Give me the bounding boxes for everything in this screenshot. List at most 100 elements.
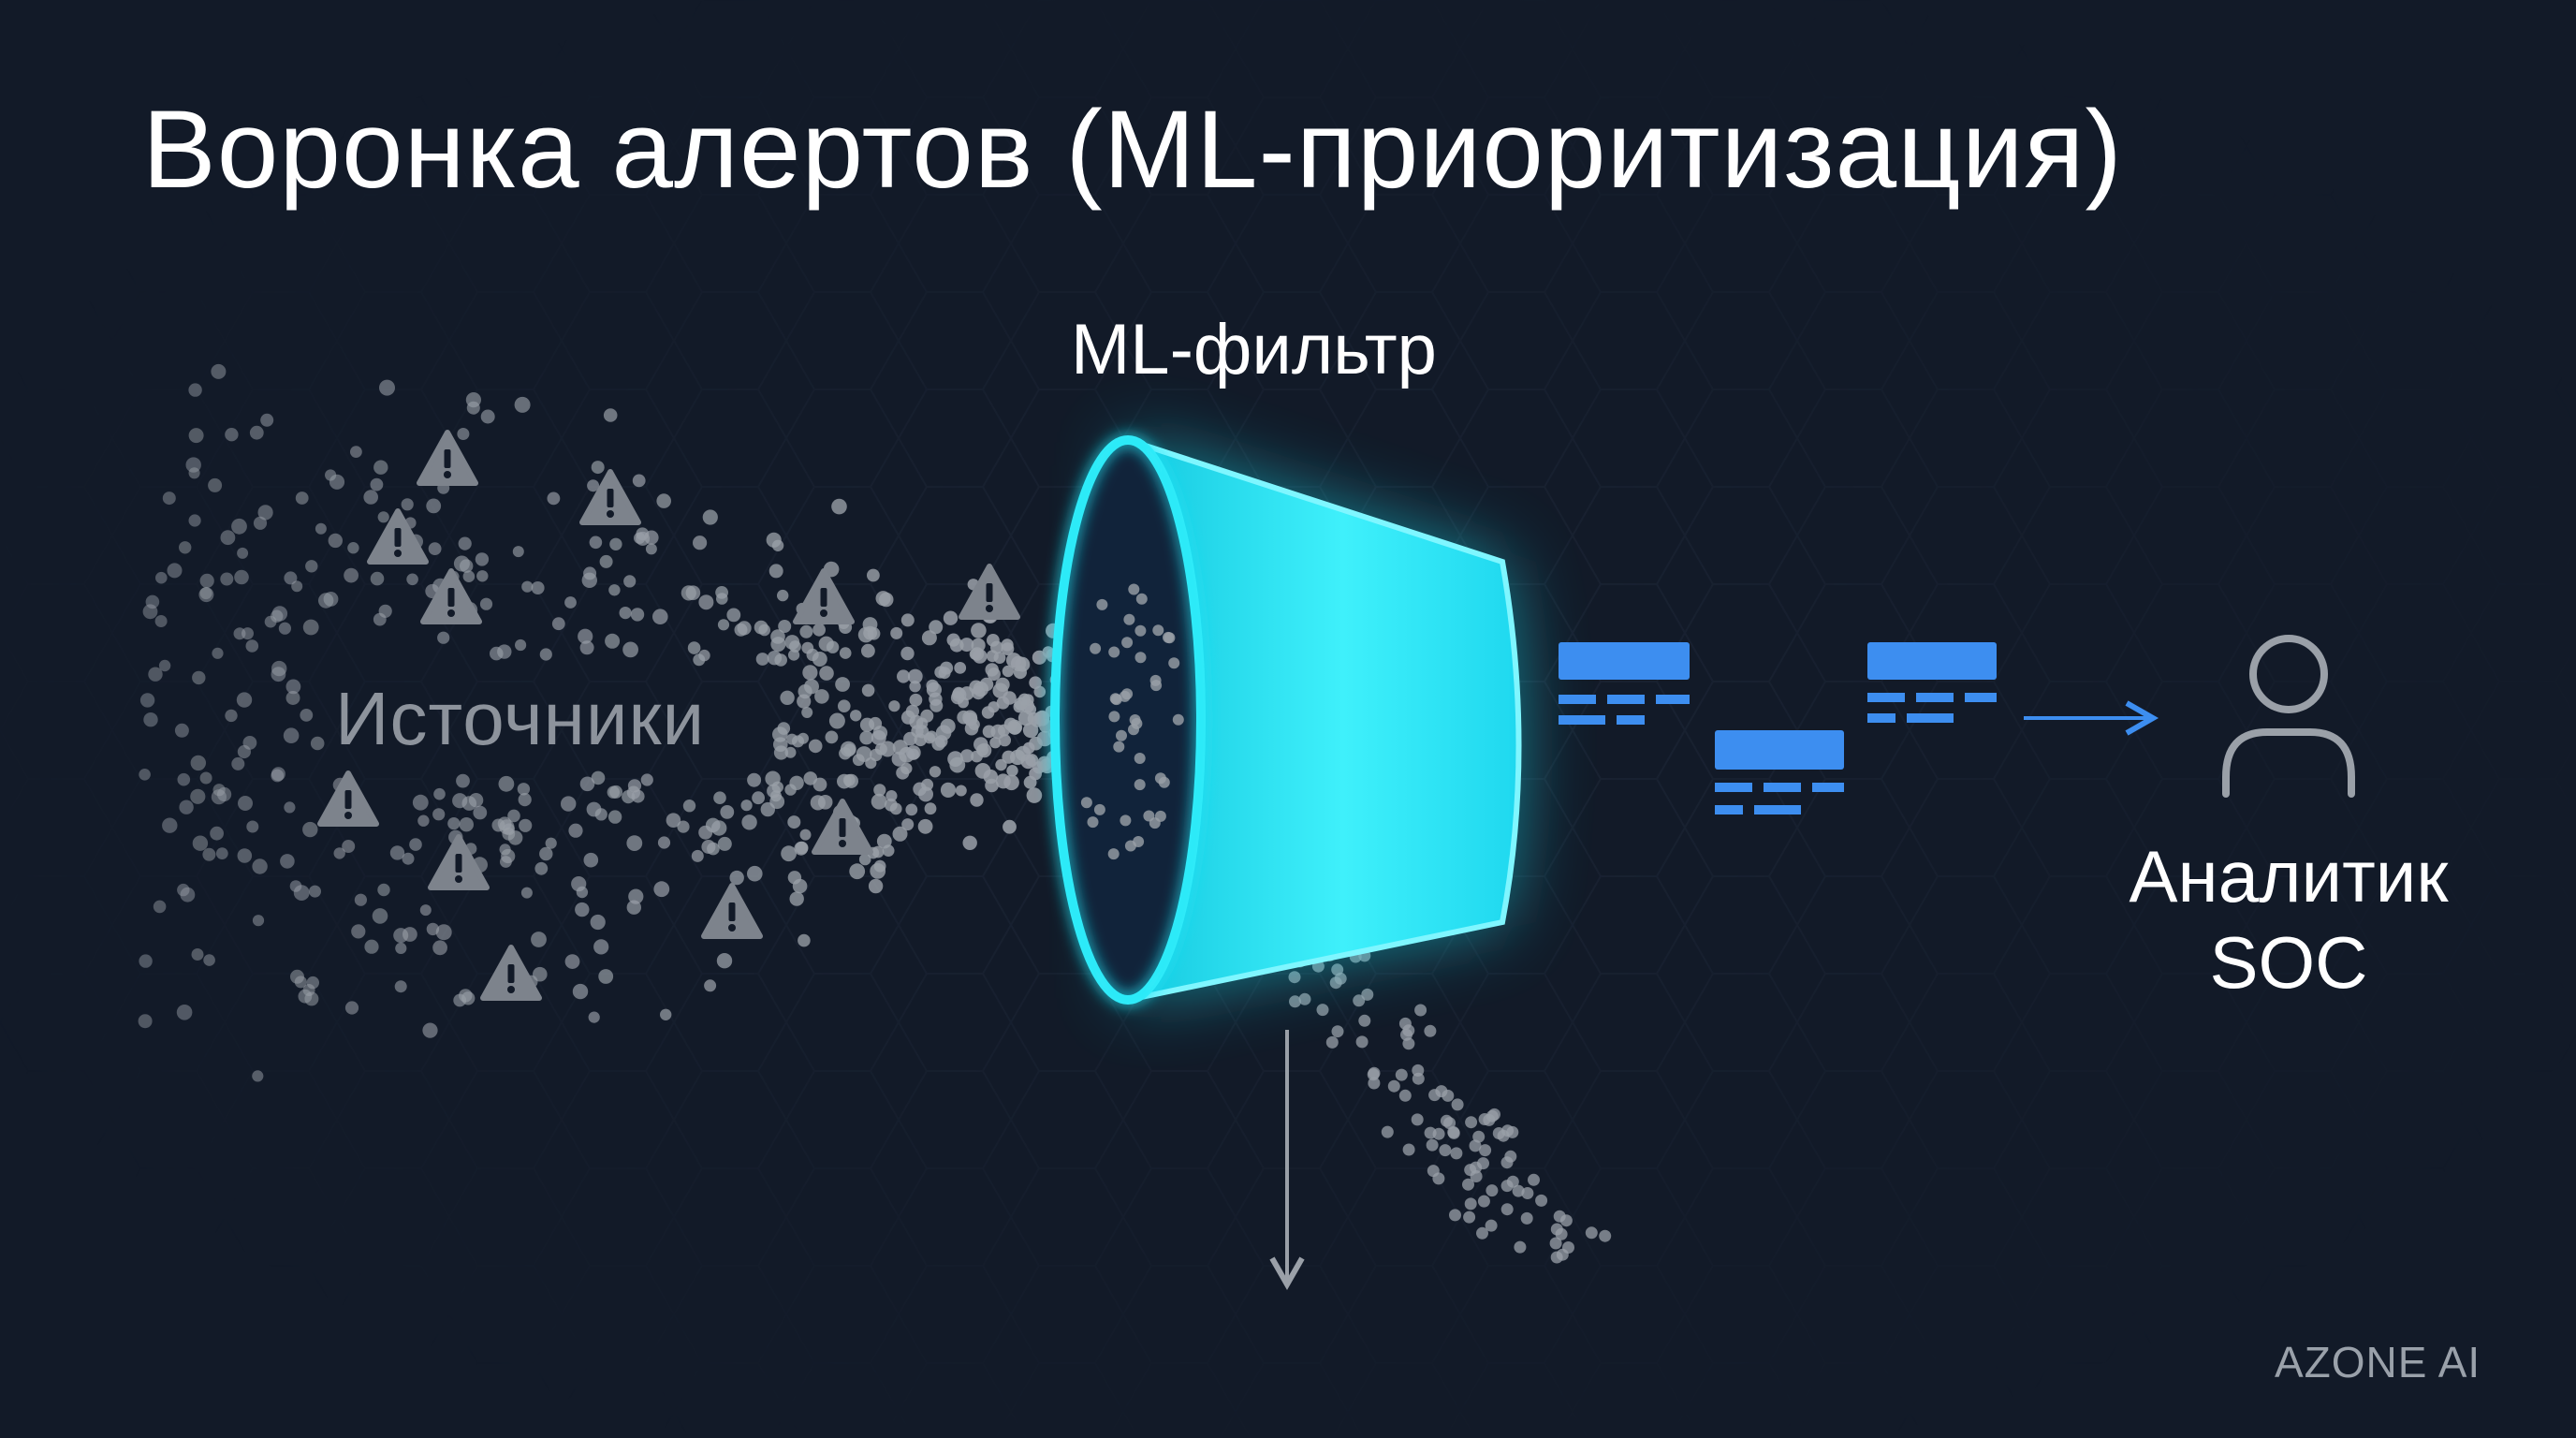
alert-dot (682, 800, 696, 813)
alert-dot (1288, 971, 1301, 984)
alert-dot (701, 840, 716, 854)
alert-dot (217, 786, 232, 802)
alert-dot (818, 636, 834, 652)
alert-dot (202, 847, 216, 861)
alert-dot (139, 954, 153, 968)
alert-dot (351, 924, 366, 939)
alert-dot (726, 608, 741, 623)
alert-dot (599, 554, 613, 568)
alert-dot (242, 627, 254, 640)
alert-dot (531, 932, 547, 947)
alert-dot (849, 863, 866, 880)
alert-dot (1439, 1144, 1452, 1157)
alert-dot (685, 585, 701, 600)
alert-dot (589, 536, 603, 550)
alert-dot (211, 789, 227, 805)
alert-dot (447, 817, 461, 830)
alert-dot (608, 584, 621, 596)
alert-dot (1451, 1098, 1464, 1111)
alert-dot (432, 808, 446, 821)
alert-dot (572, 983, 589, 1000)
alert-dot (497, 644, 512, 659)
alert-dot (740, 800, 753, 812)
alert-dot (985, 663, 999, 677)
alert-dot (623, 575, 637, 588)
alert-dot (1465, 1116, 1478, 1129)
alert-dot (645, 543, 657, 555)
alert-dot (347, 542, 359, 554)
alert-dot (466, 401, 480, 415)
alert-dot (622, 641, 638, 658)
alert-dot (929, 692, 943, 706)
alert-dot (934, 735, 948, 748)
alert-dot (987, 634, 1000, 647)
alert-dot (1172, 713, 1184, 726)
alert-dot (882, 844, 895, 857)
alert-dot (428, 542, 442, 555)
alert-dot (568, 823, 583, 838)
alert-card-icon (1867, 642, 1997, 723)
alert-dot (417, 814, 430, 827)
alert-dot (909, 681, 921, 693)
alert-dot (285, 691, 300, 705)
alert-dot (249, 425, 264, 440)
alert-dot (715, 586, 728, 599)
alert-dot (323, 592, 339, 607)
alert-dot (329, 474, 345, 490)
analyst-label-line2: SOC (2209, 921, 2368, 1004)
alert-dot (457, 428, 470, 440)
alert-dot (888, 700, 900, 712)
alert-dots (138, 363, 1612, 1264)
alert-dot (808, 739, 823, 754)
alert-dot (786, 733, 798, 745)
alert-dot (350, 446, 362, 458)
alert-dot (143, 712, 158, 727)
alert-dot (419, 904, 432, 917)
alert-dot (901, 818, 915, 831)
alert-dot (456, 773, 470, 788)
alert-dot (806, 648, 819, 662)
alert-dot (1512, 1184, 1525, 1197)
alert-dot (943, 610, 959, 625)
alert-dot (370, 477, 384, 492)
alert-dot (534, 861, 549, 875)
alert-dot (422, 1022, 438, 1038)
alert-dot (787, 815, 801, 829)
alert-dot (1029, 767, 1042, 781)
alert-dot (792, 878, 808, 894)
alert-dot (1477, 1195, 1490, 1208)
alert-dot (1029, 676, 1042, 689)
alert-dot (899, 746, 915, 763)
alert-dot (905, 803, 918, 816)
alert-dot (242, 736, 257, 750)
alert-dot (1010, 655, 1027, 671)
alert-dot (814, 689, 829, 704)
alert-dot (774, 653, 787, 667)
alert-dot (789, 640, 801, 653)
alert-dot (1325, 1035, 1339, 1049)
alert-dot (799, 624, 813, 638)
alert-dot (900, 646, 915, 661)
alert-dot (158, 659, 171, 672)
alert-dot (231, 518, 247, 535)
alert-dot (976, 743, 988, 756)
alert-dot (225, 709, 238, 723)
alert-dot (588, 1011, 600, 1023)
alert-dot (784, 746, 797, 758)
alert-dot (705, 817, 721, 833)
alert-dot (1331, 963, 1344, 976)
alert-dot (653, 881, 670, 898)
alert-dot (644, 530, 659, 545)
alert-dot (212, 647, 224, 659)
alert-dot (1149, 817, 1161, 829)
alert-dot (1585, 1226, 1598, 1240)
alert-dot (278, 622, 291, 635)
warning-triangle-icon (367, 508, 429, 565)
alert-dot (271, 767, 285, 782)
alert-dot (564, 954, 580, 969)
alert-dot (564, 596, 577, 609)
alert-dot (693, 536, 708, 550)
alert-dot (1426, 1138, 1439, 1152)
alert-dot (838, 699, 851, 712)
alert-dot (867, 568, 880, 582)
